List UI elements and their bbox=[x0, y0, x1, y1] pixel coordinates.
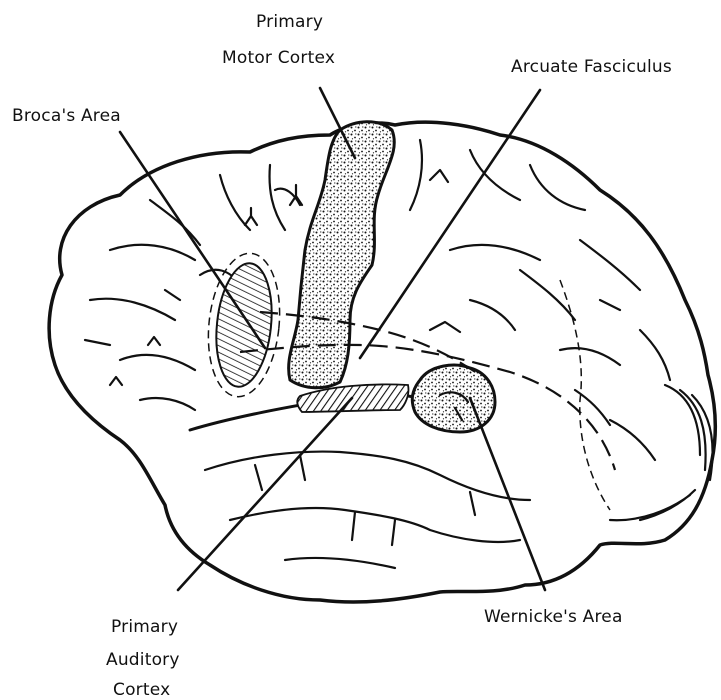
label-primary-auditory-cortex-line1: Primary bbox=[111, 617, 178, 637]
wernickes-area-region bbox=[412, 365, 495, 432]
label-primary-motor-cortex-line1: Primary bbox=[256, 12, 323, 32]
label-wernickes-area: Wernicke's Area bbox=[484, 607, 623, 627]
label-primary-auditory-cortex-line2: Auditory bbox=[106, 650, 180, 670]
label-primary-auditory-cortex-line3: Cortex bbox=[113, 680, 170, 700]
label-brocas-area: Broca's Area bbox=[12, 106, 121, 126]
label-arcuate-fasciculus: Arcuate Fasciculus bbox=[511, 57, 672, 77]
label-primary-motor-cortex-line2: Motor Cortex bbox=[222, 48, 335, 68]
